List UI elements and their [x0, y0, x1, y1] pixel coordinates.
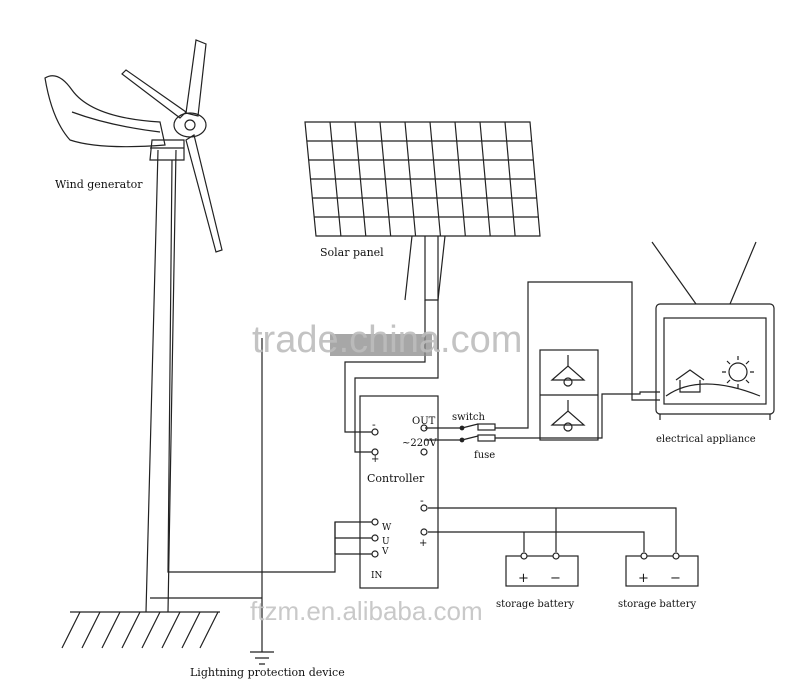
- label-v: V: [381, 547, 389, 557]
- panel-post: [424, 236, 439, 301]
- label-solar-plus: +: [371, 454, 379, 465]
- label-w: W: [382, 523, 392, 533]
- fuse-2: [477, 434, 496, 442]
- battery-2-body: [625, 555, 699, 587]
- blade-bottom: [185, 134, 223, 253]
- switch-and-fuse: [459, 423, 496, 443]
- sun: [728, 362, 748, 382]
- label-switch: switch: [452, 412, 486, 423]
- electrical-appliance-tv: [651, 241, 775, 420]
- ground-symbol: [250, 338, 274, 665]
- solar-panel: [304, 121, 541, 301]
- label-solar-panel: Solar panel: [320, 246, 384, 259]
- tv-body: [655, 303, 775, 415]
- label-storage-battery-2: storage battery: [618, 599, 697, 610]
- label-wind-generator: Wind generator: [55, 178, 143, 191]
- label-storage-battery-1: storage battery: [496, 599, 575, 610]
- battery-1-body: [505, 555, 579, 587]
- battery-2: [625, 552, 699, 587]
- antenna: [651, 241, 757, 305]
- tower: [145, 149, 177, 613]
- lamp-box: [539, 349, 599, 441]
- watermark-bar: [330, 334, 432, 356]
- wind-cable-upper: [167, 159, 372, 573]
- fuse-1: [477, 423, 496, 431]
- label-controller: Controller: [367, 472, 425, 485]
- label-battery-minus: -: [420, 494, 424, 507]
- yaw-housing: [149, 139, 185, 161]
- house: [675, 369, 705, 393]
- label-fuse: fuse: [474, 450, 495, 461]
- panel-grid: [306, 121, 539, 237]
- label-electrical-appliance: electrical appliance: [656, 434, 756, 445]
- wiring: [150, 281, 677, 665]
- tv-screen: [663, 317, 767, 405]
- controller-enclosure: [359, 395, 439, 589]
- label-battery-plus: +: [419, 538, 427, 549]
- lamp-bulb-1: [563, 377, 573, 387]
- battery-1: [505, 552, 579, 587]
- battery-2-minus: −: [670, 571, 681, 586]
- ground-hatch: [61, 611, 219, 649]
- battery-1-plus: +: [518, 571, 529, 586]
- lamp-bulb-2: [563, 422, 573, 432]
- label-solar-minus: -: [372, 418, 376, 431]
- watermark-top: trade.china.com: [252, 319, 522, 361]
- battery-1-minus: −: [550, 571, 561, 586]
- blade-left: [121, 69, 187, 119]
- lamp-shades: [550, 365, 586, 426]
- hill: [665, 383, 761, 397]
- battery-2-plus: +: [638, 571, 649, 586]
- blade-top: [185, 39, 207, 117]
- watermark-bottom: ftzm.en.alibaba.com: [250, 596, 483, 626]
- label-out: OUT: [412, 416, 436, 427]
- label-220v: ~220V: [402, 438, 437, 449]
- label-in: IN: [371, 571, 383, 581]
- tail-vane: [44, 75, 166, 148]
- label-lightning-protection: Lightning protection device: [190, 666, 345, 679]
- wind-generator: [44, 39, 372, 649]
- label-u: U: [382, 537, 390, 547]
- controller-box: [359, 395, 439, 589]
